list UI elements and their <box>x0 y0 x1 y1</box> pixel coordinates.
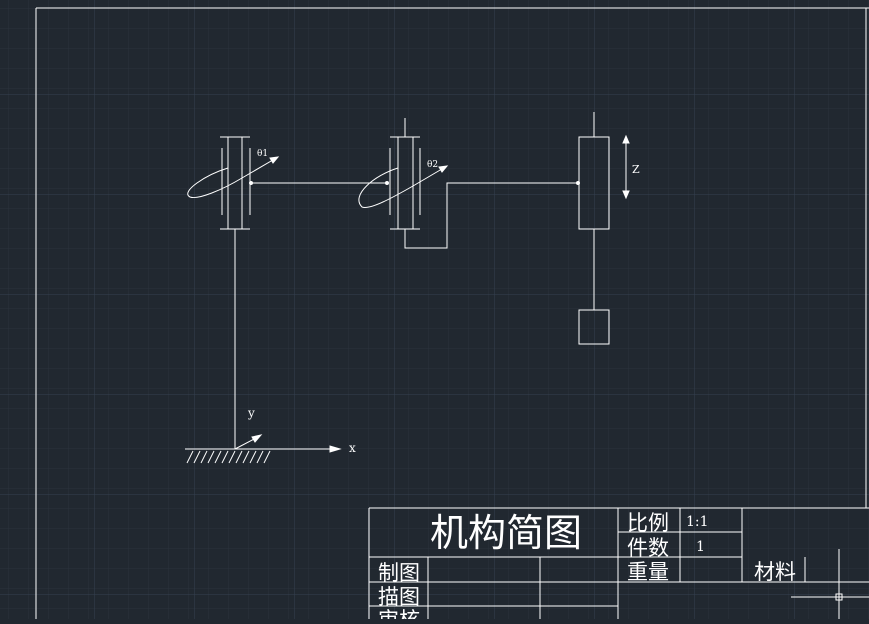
mechanism-diagram <box>185 112 630 464</box>
reviewed-by-label: 审核 <box>378 608 420 619</box>
revolute-joint-2 <box>358 118 578 249</box>
crosshair-cursor <box>791 549 869 619</box>
x-axis-label: x <box>349 441 356 455</box>
title-block <box>368 507 869 619</box>
theta1-label: θ1 <box>257 149 268 159</box>
count-label: 件数 <box>627 536 669 560</box>
drawn-by-label: 制图 <box>378 561 420 585</box>
base-column <box>185 229 272 464</box>
material-label: 材料 <box>754 560 796 584</box>
theta2-label: θ2 <box>427 160 438 170</box>
prismatic-joint-z <box>578 112 630 345</box>
traced-by-label: 描图 <box>378 585 420 609</box>
drawing-title: 机构简图 <box>430 511 582 555</box>
scale-label: 比例 <box>627 511 669 535</box>
z-axis-label: Z <box>632 163 640 176</box>
coordinate-axes <box>234 434 342 453</box>
weight-label: 重量 <box>627 560 669 584</box>
drawing-frame <box>35 7 869 619</box>
revolute-joint-1 <box>187 136 280 230</box>
y-axis-label: y <box>247 406 255 420</box>
count-value: 1 <box>696 539 705 555</box>
scale-value: 1:1 <box>686 514 709 530</box>
